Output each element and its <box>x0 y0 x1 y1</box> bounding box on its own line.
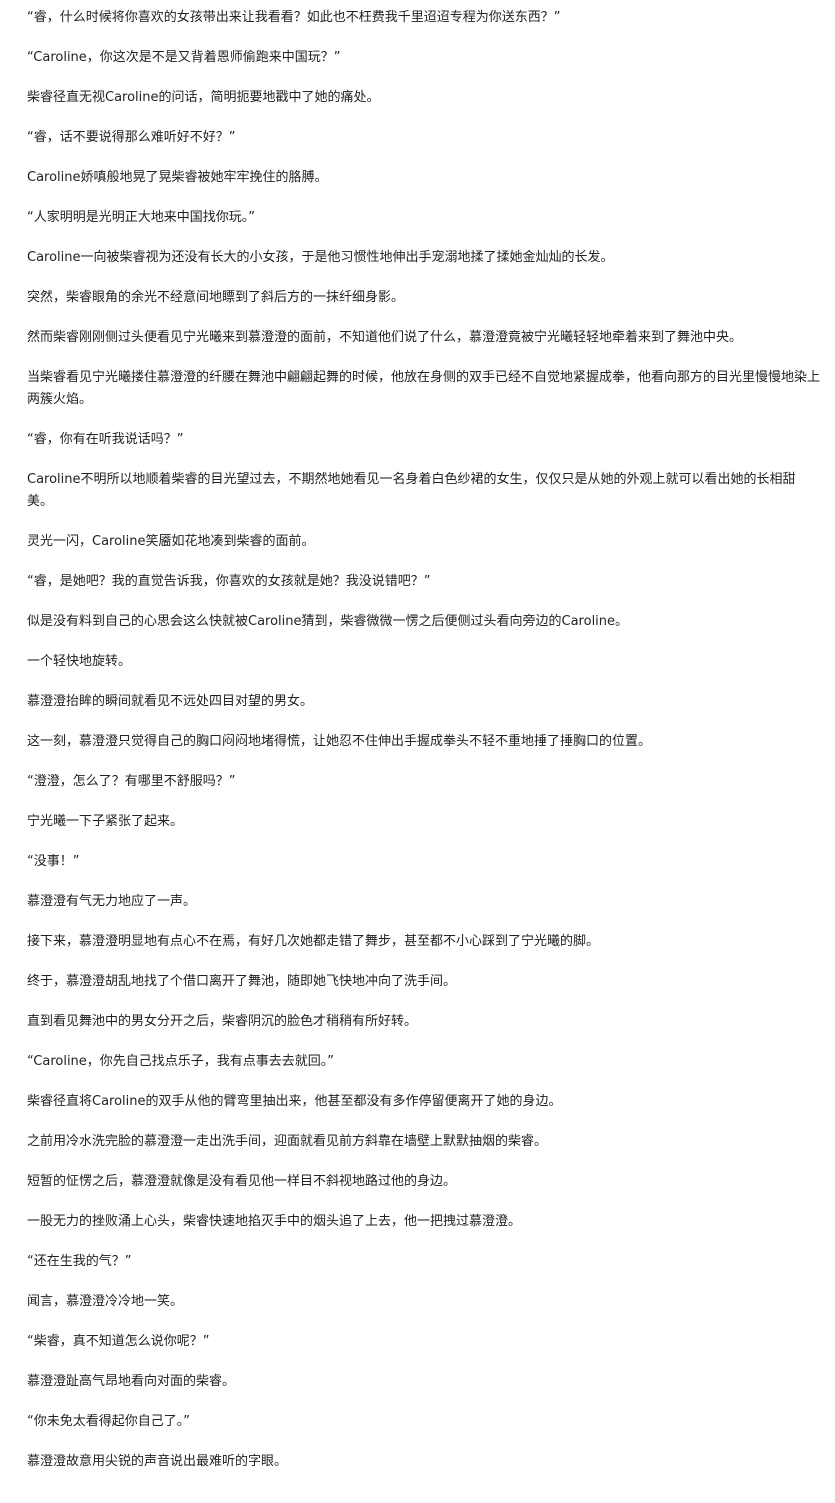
paragraph: 慕澄澄有气无力地应了一声。 <box>27 894 197 909</box>
paragraph: “没事！” <box>27 854 80 869</box>
paragraph: “你未免太看得起你自己了。” <box>27 1414 190 1429</box>
paragraph: “Caroline，你这次是不是又背着恩师偷跑来中国玩？” <box>27 50 341 65</box>
paragraph: 一个轻快地旋转。 <box>27 654 132 669</box>
paragraph: “Caroline，你先自己找点乐子，我有点事去去就回。” <box>27 1054 335 1069</box>
paragraph: Caroline一向被柴睿视为还没有长大的小女孩，于是他习惯性地伸出手宠溺地揉了… <box>27 250 614 265</box>
paragraph: “柴睿，真不知道怎么说你呢？” <box>27 1334 210 1349</box>
paragraph: 柴睿径直将Caroline的双手从他的臂弯里抽出来，他甚至都没有多作停留便离开了… <box>27 1094 562 1109</box>
paragraph: 慕澄澄故意用尖锐的声音说出最难听的字眼。 <box>27 1454 288 1469</box>
paragraph: 当柴睿看见宁光曦搂住慕澄澄的纤腰在舞池中翩翩起舞的时候，他放在身侧的双手已经不自… <box>27 370 821 407</box>
paragraph: 短暂的怔愣之后，慕澄澄就像是没有看见他一样目不斜视地路过他的身边。 <box>27 1174 457 1189</box>
paragraph: 慕澄澄抬眸的瞬间就看见不远处四目对望的男女。 <box>27 694 314 709</box>
paragraph: 然而柴睿刚刚侧过头便看见宁光曦来到慕澄澄的面前，不知道他们说了什么，慕澄澄竟被宁… <box>27 330 743 345</box>
paragraph: 闻言，慕澄澄冷冷地一笑。 <box>27 1294 184 1309</box>
paragraph: 宁光曦一下子紧张了起来。 <box>27 814 184 829</box>
paragraph: 突然，柴睿眼角的余光不经意间地瞟到了斜后方的一抹纤细身影。 <box>27 290 405 305</box>
paragraph: “睿，你有在听我说话吗？” <box>27 432 184 447</box>
paragraph: 接下来，慕澄澄明显地有点心不在焉，有好几次她都走错了舞步，甚至都不小心踩到了宁光… <box>27 934 600 949</box>
paragraph: “澄澄，怎么了？有哪里不舒服吗？” <box>27 774 236 789</box>
paragraph: 直到看见舞池中的男女分开之后，柴睿阴沉的脸色才稍稍有所好转。 <box>27 1014 418 1029</box>
paragraph: “睿，什么时候将你喜欢的女孩带出来让我看看？如此也不枉费我千里迢迢专程为你送东西… <box>27 10 561 25</box>
paragraph: 柴睿径直无视Caroline的问话，简明扼要地戳中了她的痛处。 <box>27 90 380 105</box>
paragraph: 这一刻，慕澄澄只觉得自己的胸口闷闷地堵得慌，让她忍不住伸出手握成拳头不轻不重地捶… <box>27 734 652 749</box>
paragraph: 慕澄澄趾高气昂地看向对面的柴睿。 <box>27 1374 236 1389</box>
paragraph: “人家明明是光明正大地来中国找你玩。” <box>27 210 255 225</box>
paragraph: “睿，是她吧？我的直觉告诉我，你喜欢的女孩就是她？我没说错吧？” <box>27 574 431 589</box>
paragraph: Caroline不明所以地顺着柴睿的目光望过去，不期然地她看见一名身着白色纱裙的… <box>27 472 796 509</box>
paragraph: 终于，慕澄澄胡乱地找了个借口离开了舞池，随即她飞快地冲向了洗手间。 <box>27 974 457 989</box>
paragraph: 一股无力的挫败涌上心头，柴睿快速地掐灭手中的烟头追了上去，他一把拽过慕澄澄。 <box>27 1214 522 1229</box>
paragraph: 灵光一闪，Caroline笑靥如花地凑到柴睿的面前。 <box>27 534 315 549</box>
paragraph: 之前用冷水洗完脸的慕澄澄一走出洗手间，迎面就看见前方斜靠在墙壁上默默抽烟的柴睿。 <box>27 1134 548 1149</box>
paragraph: 似是没有料到自己的心思会这么快就被Caroline猜到，柴睿微微一愣之后便侧过头… <box>27 614 629 629</box>
paragraph: “还在生我的气？” <box>27 1254 132 1269</box>
paragraph: “睿，话不要说得那么难听好不好？” <box>27 130 236 145</box>
paragraph: Caroline娇嗔般地晃了晃柴睿被她牢牢挽住的胳膊。 <box>27 170 328 185</box>
